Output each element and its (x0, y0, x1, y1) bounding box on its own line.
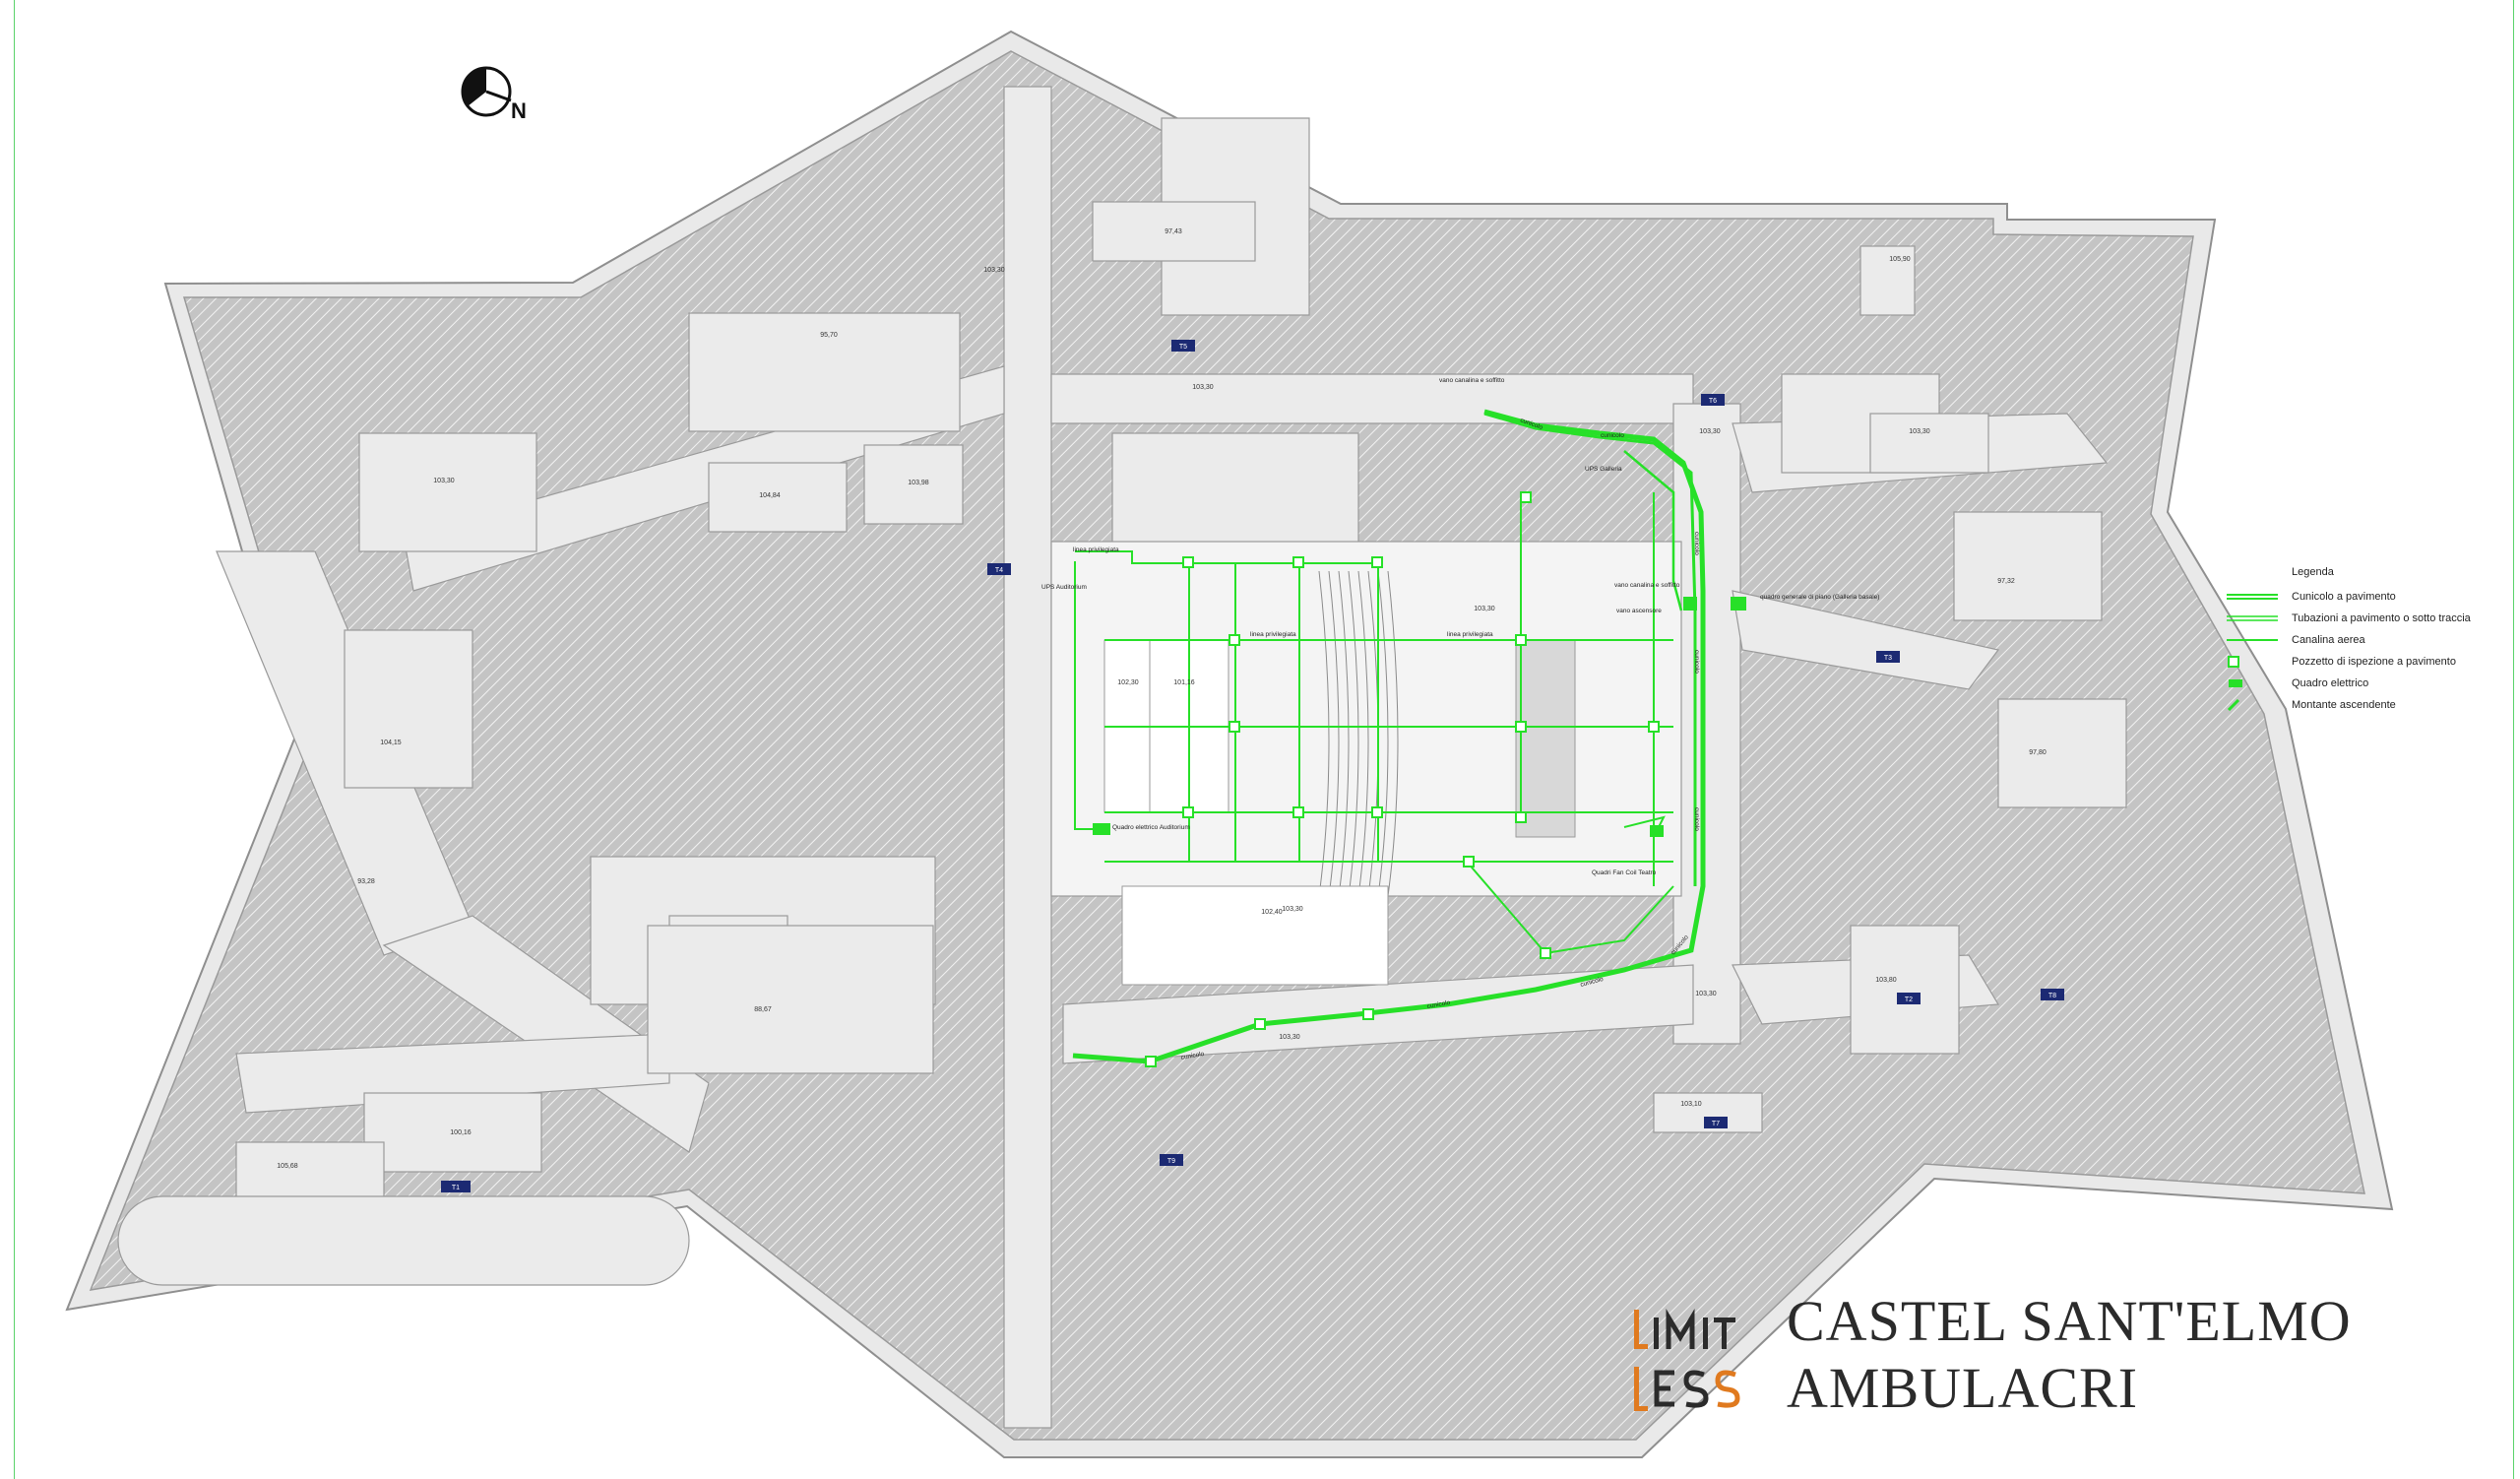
tag-t5: T5 (1171, 340, 1195, 352)
network-label: cunicolo (1426, 999, 1451, 1010)
svg-text:T3: T3 (1884, 655, 1892, 662)
title-block: CASTEL SANT'ELMO AMBULACRI (1629, 1290, 2351, 1420)
network-label: quadro generale di piano (Galleria basal… (1760, 594, 1879, 601)
network-label: Quadro elettrico Auditorium (1112, 824, 1190, 831)
svg-text:T8: T8 (2048, 993, 2056, 999)
legend-item: Pozzetto di ispezione a pavimento (2227, 651, 2512, 673)
legend-item: Quadro elettrico (2227, 673, 2512, 694)
legend-label: Canalina aerea (2292, 634, 2365, 646)
legend-item: Canalina aerea (2227, 629, 2512, 651)
diagonal-arrow-icon (2227, 698, 2278, 712)
elevation-label: 103,98 (908, 480, 929, 486)
elevation-label: 103,30 (1909, 428, 1930, 435)
legend-label: Tubazioni a pavimento o sotto traccia (2292, 612, 2471, 624)
legend-label: Pozzetto di ispezione a pavimento (2292, 656, 2456, 668)
network-label: linea privilegiata (1073, 547, 1119, 553)
elevation-label: 105,90 (1889, 256, 1911, 263)
network-label: UPS Auditorium (1041, 584, 1087, 591)
elevation-label: 97,80 (2029, 749, 2047, 756)
inspection-wells (1145, 491, 1660, 1067)
svg-text:T4: T4 (995, 567, 1003, 574)
svg-text:T1: T1 (452, 1185, 460, 1191)
legend-label: Cunicolo a pavimento (2292, 591, 2396, 603)
network-label: vano canalina e soffitto (1439, 377, 1505, 384)
tag-t3: T3 (1876, 651, 1900, 663)
elevation-label: 103,30 (983, 267, 1005, 274)
network-label: cunicolo (1601, 432, 1624, 439)
network-label: linea privilegiata (1250, 631, 1296, 638)
filled-rect-icon (2227, 677, 2278, 689)
electrical-network (1072, 409, 1706, 1064)
legend-title: Legenda (2292, 566, 2334, 578)
svg-text:T9: T9 (1167, 1158, 1175, 1165)
legend: Legenda Cunicolo a pavimento Tubazioni a… (2227, 566, 2512, 716)
elevation-label: 102,40 (1261, 909, 1283, 916)
elevation-label: 104,84 (759, 492, 781, 499)
elevation-label: 103,30 (1695, 991, 1717, 997)
elevation-label: 102,30 (1117, 679, 1139, 686)
tag-t7: T7 (1704, 1117, 1728, 1128)
elevation-label: 105,68 (277, 1163, 298, 1170)
network-label: linea privilegiata (1447, 631, 1493, 638)
elevation-label: 97,43 (1165, 228, 1182, 235)
network-label: vano ascensore (1616, 608, 1662, 614)
electrical-panels (1093, 597, 1746, 837)
frame-left-line (14, 0, 15, 1479)
double-line-icon (2227, 612, 2278, 624)
elevation-label: 97,32 (1997, 578, 2015, 585)
project-subtitle: AMBULACRI (1787, 1356, 2139, 1420)
elevation-label: 95,70 (820, 332, 838, 339)
elevation-label: 103,30 (433, 478, 455, 484)
legend-item: Cunicolo a pavimento (2227, 586, 2512, 608)
elevation-label: 88,67 (754, 1006, 772, 1013)
square-outline-icon (2227, 656, 2278, 668)
tag-t1: T1 (441, 1181, 471, 1192)
network-label: cunicolo (1693, 807, 1700, 831)
limitless-logo (1634, 1308, 1740, 1411)
tag-t9: T9 (1160, 1154, 1183, 1166)
svg-text:T2: T2 (1905, 997, 1913, 1003)
network-label: vano canalina e soffitto (1614, 582, 1680, 589)
svg-text:T7: T7 (1712, 1121, 1720, 1127)
double-line-icon (2227, 591, 2278, 603)
svg-text:T5: T5 (1179, 344, 1187, 351)
single-line-icon (2227, 634, 2278, 646)
tag-t8: T8 (2041, 989, 2064, 1000)
elevation-label: 101,16 (1173, 679, 1195, 686)
elevation-label: 103,30 (1282, 906, 1303, 913)
elevation-label: 103,30 (1699, 428, 1721, 435)
elevation-label: 100,16 (450, 1129, 472, 1136)
elevation-label: 103,80 (1875, 977, 1897, 984)
project-title: CASTEL SANT'ELMO (1787, 1289, 2352, 1353)
network-label: UPS Galleria (1585, 466, 1622, 473)
elevation-label: 103,30 (1279, 1034, 1300, 1041)
tag-t4: T4 (987, 563, 1011, 575)
legend-item: Tubazioni a pavimento o sotto traccia (2227, 608, 2512, 629)
network-label: Quadri Fan Coil Teatro (1592, 869, 1657, 876)
elevation-label: 93,28 (357, 878, 375, 885)
elevation-label: 103,10 (1680, 1101, 1702, 1108)
svg-text:T6: T6 (1709, 398, 1717, 405)
north-label: N (511, 98, 527, 123)
elevation-label: 103,30 (1474, 606, 1495, 612)
network-label: cunicolo (1180, 1051, 1205, 1061)
tag-t2: T2 (1897, 993, 1921, 1004)
rooms (117, 201, 2127, 1286)
network-label: cunicolo (1693, 532, 1700, 555)
north-indicator: N (460, 65, 538, 134)
legend-label: Quadro elettrico (2292, 677, 2369, 689)
elevation-label: 104,15 (380, 740, 402, 746)
legend-item: Montante ascendente (2227, 694, 2512, 716)
elevation-label: 103,30 (1192, 384, 1214, 391)
legend-label: Montante ascendente (2292, 699, 2396, 711)
tag-t6: T6 (1701, 394, 1725, 406)
north-arrow-icon (461, 66, 512, 117)
frame-right-line (2513, 0, 2514, 1479)
network-label: cunicolo (1693, 650, 1700, 674)
